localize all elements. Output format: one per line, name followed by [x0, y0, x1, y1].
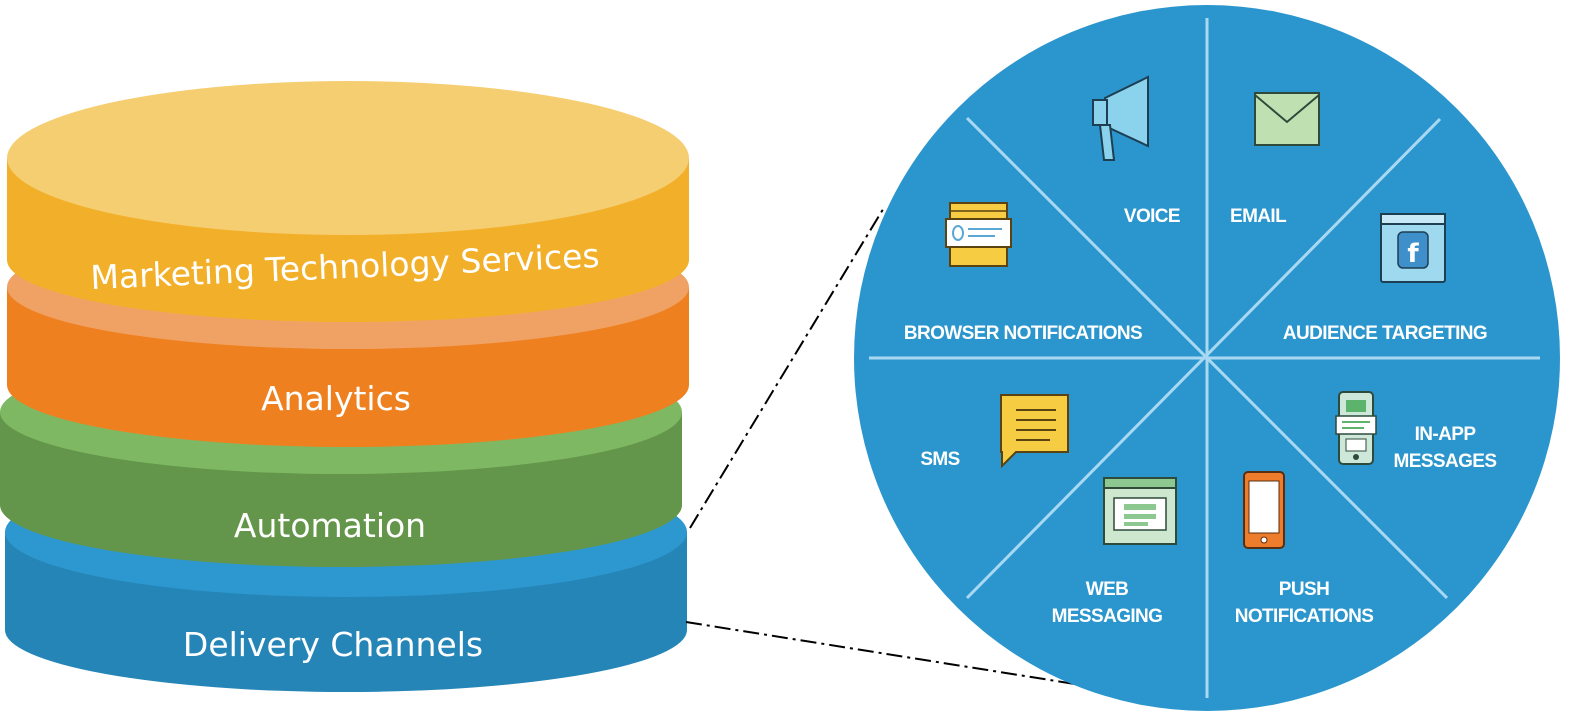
facebook-icon: f [1380, 213, 1446, 283]
segment-label-web-line1: WEB [1086, 579, 1129, 600]
layer-label-automation: Automation [234, 506, 426, 545]
wheel-dividers [869, 18, 1540, 698]
segment-label-web-line2: MESSAGING [1052, 606, 1163, 627]
connector-lower [685, 621, 1076, 685]
layer-marketing-technology-services [7, 81, 689, 322]
svg-text:f: f [1407, 239, 1419, 269]
segment-label-voice: VOICE [1124, 206, 1180, 227]
layer-label-delivery-channels: Delivery Channels [183, 625, 483, 664]
in-app-phone-icon [1335, 391, 1377, 465]
divider-diagonal-a [965, 116, 1449, 600]
channel-wheel: f [854, 5, 1560, 711]
segment-label-in-app-line1: IN-APP [1415, 424, 1477, 445]
segment-label-push-line1: PUSH [1279, 579, 1329, 600]
browser-window-icon [1103, 477, 1177, 545]
segment-label-browser-notifications: BROWSER NOTIFICATIONS [904, 323, 1142, 344]
zoom-connectors [685, 205, 1076, 685]
divider-diagonal-b [965, 117, 1442, 600]
chat-bubble-icon [1000, 394, 1069, 469]
segment-label-sms: SMS [920, 449, 959, 470]
segment-label-audience-targeting: AUDIENCE TARGETING [1283, 323, 1487, 344]
segment-label-push-line2: NOTIFICATIONS [1235, 606, 1374, 627]
envelope-icon [1254, 92, 1320, 146]
megaphone-icon [1092, 75, 1149, 161]
layer-stack: Marketing Technology Services Analytics … [0, 81, 689, 692]
layer-mts-top [7, 81, 689, 235]
segment-label-in-app-line2: MESSAGES [1394, 451, 1497, 472]
notification-card-icon [945, 202, 1012, 267]
connector-upper [689, 205, 886, 529]
layer-label-analytics: Analytics [261, 379, 411, 418]
segment-label-email: EMAIL [1230, 206, 1287, 227]
smartphone-icon [1243, 471, 1285, 549]
